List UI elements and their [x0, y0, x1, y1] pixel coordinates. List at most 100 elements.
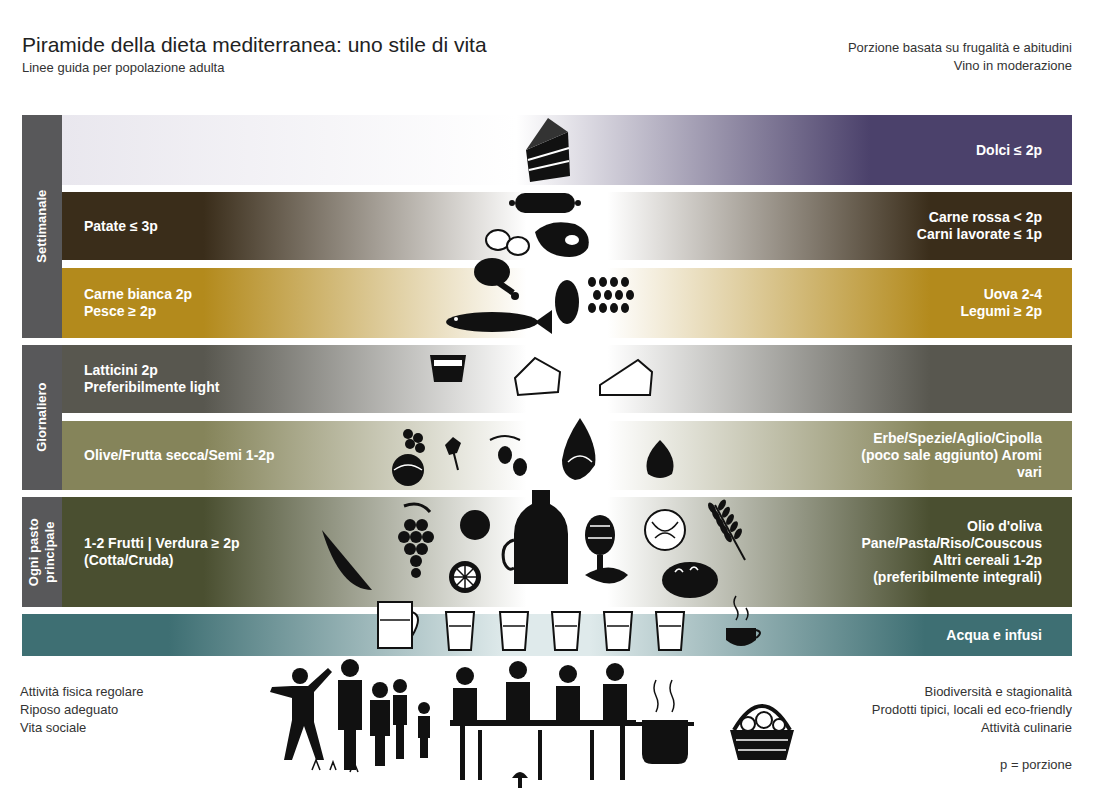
illustration-shape — [422, 531, 434, 543]
illustration-shape — [404, 543, 416, 555]
portion-label: Olive/Frutta secca/Semi 1-2p — [84, 447, 275, 464]
illustration-shape — [773, 719, 785, 731]
illustration-shape — [506, 682, 530, 720]
illustration-shape — [606, 663, 624, 681]
illustration-shape — [734, 596, 748, 620]
illustration-shape — [756, 712, 772, 728]
illustration-shape — [662, 562, 718, 598]
illustration-shape — [514, 490, 568, 584]
illustration-shape — [322, 530, 372, 590]
illustration-shape — [513, 458, 527, 476]
illustration-shape — [515, 358, 560, 395]
illustration-shape — [604, 290, 612, 300]
illustration-shape — [454, 566, 476, 588]
illustration-shape — [686, 722, 694, 726]
illustration-shape — [647, 440, 674, 478]
illustration-shape — [593, 290, 601, 300]
food-band: Latticini 2p Preferibilmente light — [62, 345, 1072, 413]
illustration-shape — [604, 612, 632, 650]
illustration-shape — [559, 665, 577, 683]
portion-label: Uova 2-4 Legumi ≥ 2p — [942, 286, 1042, 320]
lifestyle-note: Biodiversità e stagionalità — [925, 684, 1072, 699]
illustration-shape — [460, 726, 465, 780]
frequency-bar: Ogni pasto principale — [22, 497, 62, 607]
illustration-shape — [446, 612, 474, 650]
lifestyle-note: Vita sociale — [20, 720, 86, 735]
illustration-shape — [588, 277, 596, 287]
illustration-shape — [392, 454, 424, 486]
frequency-label: Ogni pasto principale — [26, 502, 59, 602]
legend-note: p = porzione — [1000, 757, 1072, 772]
illustration-shape — [418, 702, 430, 714]
illustration-shape — [394, 465, 422, 470]
portion-label: Dolci ≤ 2p — [976, 142, 1042, 159]
illustration-shape — [503, 625, 525, 627]
illustration-shape — [736, 740, 788, 750]
illustration-shape — [556, 686, 580, 720]
illustration-shape — [460, 510, 490, 540]
illustration-shape — [410, 555, 422, 567]
illustration-shape — [292, 668, 308, 684]
illustration-shape — [450, 720, 636, 726]
illustration-shape — [446, 612, 684, 650]
illustration-shape — [588, 277, 634, 313]
lifestyle-note: Prodotti tipici, locali ed eco-friendly — [872, 702, 1072, 717]
frequency-label: Giornaliero — [34, 348, 50, 488]
illustration-shape — [480, 730, 592, 780]
illustration-shape — [585, 515, 615, 555]
illustration-shape — [498, 446, 512, 464]
illustration-shape — [636, 722, 644, 726]
illustration-shape — [378, 602, 418, 648]
illustration-shape — [415, 443, 425, 453]
illustration-shape — [453, 688, 477, 720]
portion-label: 1-2 Frutti | Verdura ≥ 2p (Cotta/Cruda) — [84, 535, 272, 569]
illustration-shape — [585, 568, 628, 584]
illustration-shape — [341, 659, 359, 677]
illustration-shape — [404, 504, 430, 512]
illustration-shape — [526, 118, 568, 150]
illustration-shape — [490, 436, 520, 440]
illustration-shape — [503, 540, 514, 569]
illustration-shape — [416, 519, 428, 531]
illustration-shape — [642, 720, 688, 764]
illustration-shape — [562, 418, 595, 480]
lifestyle-note: Attività fisica regolare — [20, 684, 144, 699]
illustration-shape — [411, 568, 421, 578]
illustration-shape — [509, 661, 527, 679]
illustration-shape — [507, 237, 529, 255]
illustration-shape — [398, 531, 410, 543]
portion-label: Latticini 2p Preferibilmente light — [84, 362, 249, 396]
illustration-shape — [456, 667, 474, 685]
illustration-shape — [726, 628, 756, 646]
illustration-shape — [706, 498, 743, 543]
illustration-shape — [588, 303, 596, 313]
illustration-shape — [511, 292, 519, 300]
illustration-shape — [626, 290, 634, 300]
illustration-shape — [393, 679, 407, 693]
illustration-shape — [600, 360, 652, 395]
illustration-shape — [652, 522, 678, 538]
title: Piramide della dieta mediterranea: uno s… — [22, 33, 487, 57]
illustration-shape — [454, 317, 458, 321]
illustration-shape — [512, 772, 528, 778]
illustration-shape — [621, 303, 629, 313]
water-band: Acqua e infusi — [22, 614, 1072, 656]
illustration-shape — [756, 630, 760, 638]
illustration-shape — [404, 519, 416, 531]
illustration-shape — [732, 527, 743, 540]
illustration-shape — [555, 625, 577, 627]
illustration-shape — [453, 450, 458, 470]
frequency-label: Settimanale — [34, 127, 50, 327]
illustration-shape — [535, 222, 589, 257]
illustration-shape — [722, 530, 733, 543]
illustration-shape — [610, 277, 618, 287]
illustration-shape — [715, 505, 745, 560]
illustration-shape — [610, 303, 618, 313]
portion-label: Erbe/Spezie/Aglio/Cipolla (poco sale agg… — [852, 430, 1042, 480]
illustration-shape — [529, 161, 569, 170]
illustration-shape — [403, 429, 413, 439]
illustration-shape — [565, 235, 579, 245]
illustration-shape — [500, 612, 528, 650]
portion-label: Patate ≤ 3p — [84, 218, 158, 235]
